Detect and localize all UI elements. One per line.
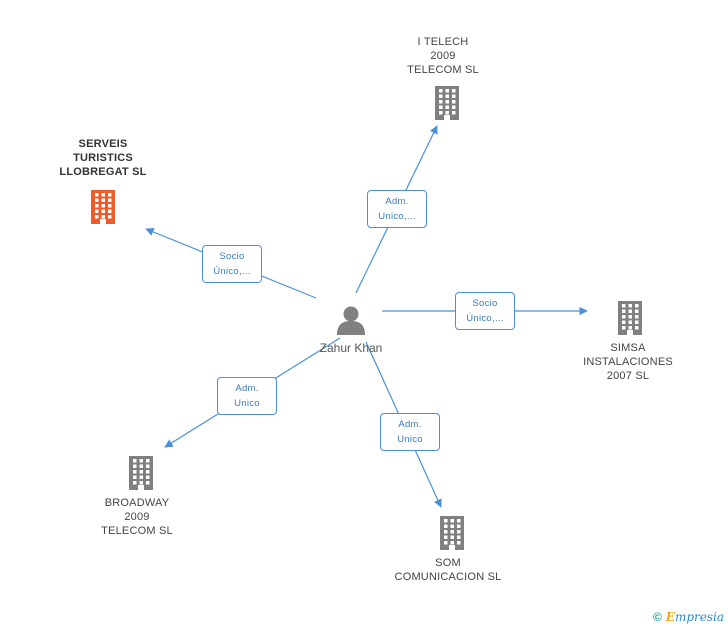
company-name[interactable]: SIMSA INSTALACIONES 2007 SL xyxy=(568,341,688,383)
company-name-line: 2009 xyxy=(430,50,456,62)
relation-label-line: Adm. xyxy=(385,196,409,207)
relation-label-line: Unico xyxy=(397,434,423,445)
person-name[interactable]: Zahur Khan xyxy=(319,341,383,355)
company-name-line: TELECOM SL xyxy=(407,64,479,76)
company-name[interactable]: SOM COMUNICACION SL xyxy=(383,556,513,584)
company-name-line: BROADWAY xyxy=(104,497,170,509)
relation-label-line: Socio xyxy=(219,251,245,262)
company-name-line: SERVEIS xyxy=(78,138,128,150)
brand-logo-initial: E xyxy=(665,610,675,624)
relation-label-som[interactable]: Adm. Unico xyxy=(380,413,440,451)
relation-label-line: Unico,... xyxy=(378,211,416,222)
company-name[interactable]: SERVEIS TURISTICS LLOBREGAT SL xyxy=(40,137,166,179)
person-icon xyxy=(337,306,365,335)
relation-label-line: Único,... xyxy=(213,266,251,277)
footer-brand: ©Empresia xyxy=(653,610,724,624)
building-icon[interactable] xyxy=(615,301,645,335)
company-name-line: 2009 xyxy=(124,511,150,523)
relation-label-line: Adm. xyxy=(235,383,259,394)
copyright-icon: © xyxy=(652,610,662,624)
company-name-line: SIMSA xyxy=(610,342,646,354)
company-name-line: SOM xyxy=(435,557,461,569)
brand-logo-text: mpresia xyxy=(674,610,724,624)
building-icon[interactable] xyxy=(432,86,462,120)
building-icon[interactable] xyxy=(126,456,156,490)
company-name-line: I TELECH xyxy=(417,36,469,48)
building-icon[interactable] xyxy=(88,190,118,224)
relation-label-line: Único,... xyxy=(466,313,504,324)
company-name-line: LLOBREGAT SL xyxy=(59,166,147,178)
relation-label-line: Unico xyxy=(234,398,260,409)
relation-label-line: Adm. xyxy=(398,419,422,430)
relation-label-broadway[interactable]: Adm. Unico xyxy=(217,377,277,415)
company-name-line: INSTALACIONES xyxy=(583,356,673,368)
relation-label-line: Socio xyxy=(472,298,498,309)
company-name-line: TURISTICS xyxy=(73,152,133,164)
relation-label-itelech[interactable]: Adm. Unico,... xyxy=(367,190,427,228)
company-name-line: COMUNICACION SL xyxy=(394,571,502,583)
company-name-line: 2007 SL xyxy=(606,370,650,382)
building-icon[interactable] xyxy=(437,516,467,550)
company-name-line: TELECOM SL xyxy=(101,525,173,537)
